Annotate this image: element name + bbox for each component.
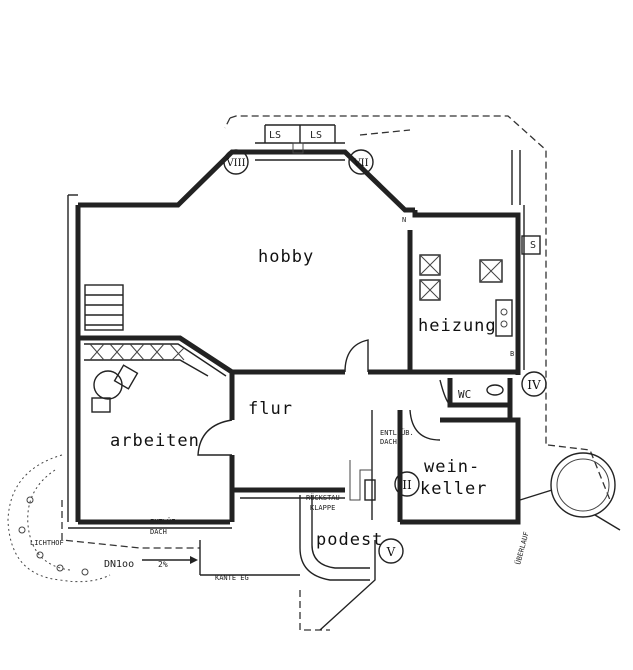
label-entl-dach-1b: DACH: [380, 438, 397, 446]
label-dn: DN1oo: [104, 559, 134, 570]
svg-text:VIII: VIII: [225, 158, 245, 169]
room-flur: flur: [248, 399, 293, 419]
windows: [255, 124, 345, 161]
label-entl-dach-2b: DACH: [150, 528, 167, 536]
podest-stair: [299, 460, 376, 581]
stairs-left: [84, 284, 124, 331]
room-weinkeller-line2: keller: [420, 479, 487, 499]
marker-vii: VII: [348, 149, 374, 175]
label-kante: KANTE EG: [215, 574, 249, 582]
room-hobby: hobby: [258, 247, 314, 267]
label-lichthof: LICHTHOF: [30, 539, 64, 547]
room-heizung: heizung: [418, 316, 497, 336]
room-wc: WC: [458, 388, 471, 401]
label-s-right: S: [530, 240, 536, 251]
lichthof-stones: [7, 454, 111, 583]
label-ls-2: LS: [310, 130, 322, 141]
svg-text:IV: IV: [527, 378, 541, 392]
label-ueberlauf: ÜBERLAUF: [513, 531, 530, 566]
label-rueckstau-a: RÜCKSTAU: [306, 493, 340, 502]
overflow-tank: [519, 452, 621, 531]
label-ls-1: LS: [269, 130, 281, 141]
marker-viii: VIII: [223, 149, 249, 175]
desk-chair: [91, 364, 139, 413]
doors: [197, 339, 451, 456]
marker-ii: II: [394, 471, 420, 497]
lower-outline: [199, 540, 376, 631]
svg-text:VII: VII: [352, 158, 368, 169]
label-entl-dach-2a: ENTLÜF.: [150, 517, 180, 526]
wc-fixture: [486, 384, 504, 396]
heating-equipment: [419, 235, 541, 337]
svg-text:V: V: [386, 545, 396, 559]
label-n-mark: N: [402, 216, 406, 224]
marker-v: V: [378, 538, 404, 564]
hatched-zone: [84, 343, 209, 377]
label-rueckstau-b: KLAPPE: [310, 504, 335, 512]
room-arbeiten: arbeiten: [110, 431, 200, 451]
exterior-walls: [67, 149, 525, 529]
roof-outline: [61, 115, 611, 631]
label-b-mark: B: [510, 350, 514, 358]
svg-text:II: II: [402, 478, 412, 492]
label-entl-dach-1a: ENTL.ÜB.: [380, 428, 414, 437]
room-podest: podest: [316, 530, 383, 550]
marker-iv: IV: [521, 371, 547, 397]
interior-walls: [78, 230, 521, 525]
slope-arrow: [142, 556, 198, 564]
label-slope: 2%: [158, 560, 168, 569]
room-weinkeller-line1: wein-: [424, 457, 480, 477]
